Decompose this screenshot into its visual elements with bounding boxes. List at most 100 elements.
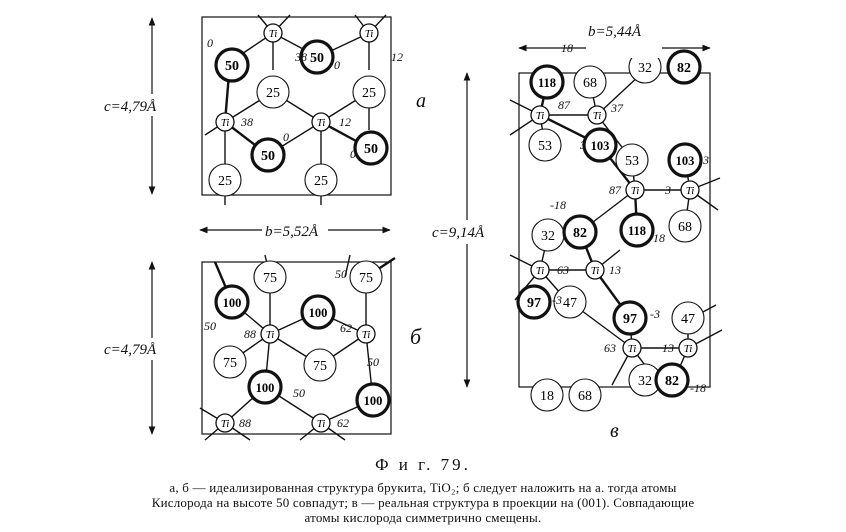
c-label-b: c=4,79Å xyxy=(104,342,157,358)
titanium-label: Ti xyxy=(317,117,326,129)
oxygen-atom: 118 xyxy=(619,212,655,248)
oxygen-height-label: 25 xyxy=(314,174,328,189)
oxygen-circle xyxy=(615,143,649,177)
oxygen-height-label: 25 xyxy=(266,86,280,101)
oxygen-height-label: 50 xyxy=(310,51,324,66)
titanium-atom: Ti xyxy=(680,180,700,200)
oxygen-atom: 25 xyxy=(256,75,290,109)
titanium-label: Ti xyxy=(269,28,278,40)
oxygen-atom: 25 xyxy=(352,75,386,109)
oxygen-circle xyxy=(300,294,336,330)
titanium-atom: Ti xyxy=(530,105,550,125)
caption-line-2: Кислорода на высоте 50 совпадут; в — реа… xyxy=(151,495,695,510)
oxygen-atom: 75 xyxy=(349,260,383,294)
oxygen-height-label: 100 xyxy=(223,296,242,310)
oxygen-circle xyxy=(582,127,618,163)
titanium-label: Ti xyxy=(536,110,545,122)
height-note: 88 xyxy=(239,416,251,430)
height-note: 3 xyxy=(664,183,671,197)
titanium-circle xyxy=(263,23,283,43)
oxygen-atom: 50 xyxy=(250,137,286,173)
unit-cell-b xyxy=(201,261,392,435)
oxygen-height-label: 68 xyxy=(583,76,597,91)
oxygen-atom: 118 xyxy=(529,64,565,100)
oxygen-circle xyxy=(256,75,290,109)
height-note: 12 xyxy=(391,50,403,64)
height-note: 37 xyxy=(610,101,624,115)
oxygen-height-label: 100 xyxy=(364,394,383,408)
oxygen-atom: 97 xyxy=(516,284,552,320)
oxygen-height-label: 53 xyxy=(625,154,639,169)
dimension-labels: c=4,79Å b=5,52Å c=4,79Å b=5,44Å c=9,14Å xyxy=(102,24,662,360)
panel-letter-a: а xyxy=(416,90,426,112)
titanium-circle xyxy=(311,413,331,433)
height-note: -18 xyxy=(550,198,566,212)
oxygen-height-label: 97 xyxy=(623,312,637,327)
oxygen-height-label: 32 xyxy=(638,61,652,76)
b-label-c: b=5,44Å xyxy=(588,24,642,40)
oxygen-height-label: 118 xyxy=(628,224,646,238)
panel-letter-b: б xyxy=(410,324,422,349)
titanium-atom: Ti xyxy=(359,23,379,43)
oxygen-height-label: 47 xyxy=(563,296,577,311)
height-note: 63 xyxy=(604,341,616,355)
oxygen-circle xyxy=(612,300,648,336)
titanium-label: Ti xyxy=(317,418,326,430)
titanium-label: Ti xyxy=(593,110,602,122)
titanium-atom: Ti xyxy=(625,180,645,200)
oxygen-atom: 25 xyxy=(304,163,338,197)
oxygen-height-label: 18 xyxy=(540,389,554,404)
height-note: -18 xyxy=(690,381,706,395)
oxygen-circle xyxy=(516,284,552,320)
titanium-circle xyxy=(359,23,379,43)
oxygen-atom: 50 xyxy=(353,130,389,166)
oxygen-height-label: 50 xyxy=(261,149,275,164)
height-note: 12 xyxy=(339,115,351,129)
oxygen-circle xyxy=(654,362,690,398)
oxygen-height-label: 82 xyxy=(677,61,691,76)
titanium-label: Ti xyxy=(536,265,545,277)
panel-letters: а б в xyxy=(410,90,619,442)
titanium-circle xyxy=(311,112,331,132)
height-note: 62 xyxy=(337,416,349,430)
titanium-atom: Ti xyxy=(585,260,605,280)
oxygen-atom: 100 xyxy=(214,284,250,320)
oxygen-height-label: 103 xyxy=(676,154,695,168)
oxygen-circle xyxy=(530,378,564,412)
oxygen-height-label: 50 xyxy=(364,142,378,157)
oxygen-circle xyxy=(349,260,383,294)
c-label-a: c=4,79Å xyxy=(104,99,157,115)
oxygen-atom: 82 xyxy=(666,49,702,85)
oxygen-height-label: 75 xyxy=(223,356,237,371)
oxygen-circle xyxy=(353,130,389,166)
oxygen-height-label: 25 xyxy=(218,174,232,189)
height-note: 13 xyxy=(662,341,674,355)
height-note: 38 xyxy=(294,50,307,64)
oxygen-height-label: 100 xyxy=(256,381,275,395)
oxygen-height-label: 50 xyxy=(225,59,239,74)
oxygen-atom: 75 xyxy=(253,260,287,294)
oxygen-circle xyxy=(247,369,283,405)
oxygen-atom: 68 xyxy=(668,209,702,243)
unit-cell-c xyxy=(518,72,711,388)
titanium-atom: Ti xyxy=(678,338,698,358)
titanium-circle xyxy=(215,112,235,132)
oxygen-atom: 53 xyxy=(528,128,562,162)
oxygen-height-label: 75 xyxy=(359,271,373,286)
oxygen-height-label: 75 xyxy=(313,359,327,374)
height-note: 50 xyxy=(367,355,379,369)
oxygen-height-label: 97 xyxy=(527,296,541,311)
height-note: 0 xyxy=(334,58,340,72)
oxygen-circle xyxy=(619,212,655,248)
oxygen-atom: 68 xyxy=(573,65,607,99)
oxygen-circle xyxy=(304,163,338,197)
caption-line-1: а, б — идеализированная структура брукит… xyxy=(169,480,677,495)
height-note: 62 xyxy=(340,321,352,335)
oxygen-atom: 32 xyxy=(628,363,662,397)
height-note: -3 xyxy=(650,307,660,321)
height-note: -3 xyxy=(552,293,562,307)
oxygen-height-label: 100 xyxy=(309,306,328,320)
height-note: 63 xyxy=(557,263,569,277)
